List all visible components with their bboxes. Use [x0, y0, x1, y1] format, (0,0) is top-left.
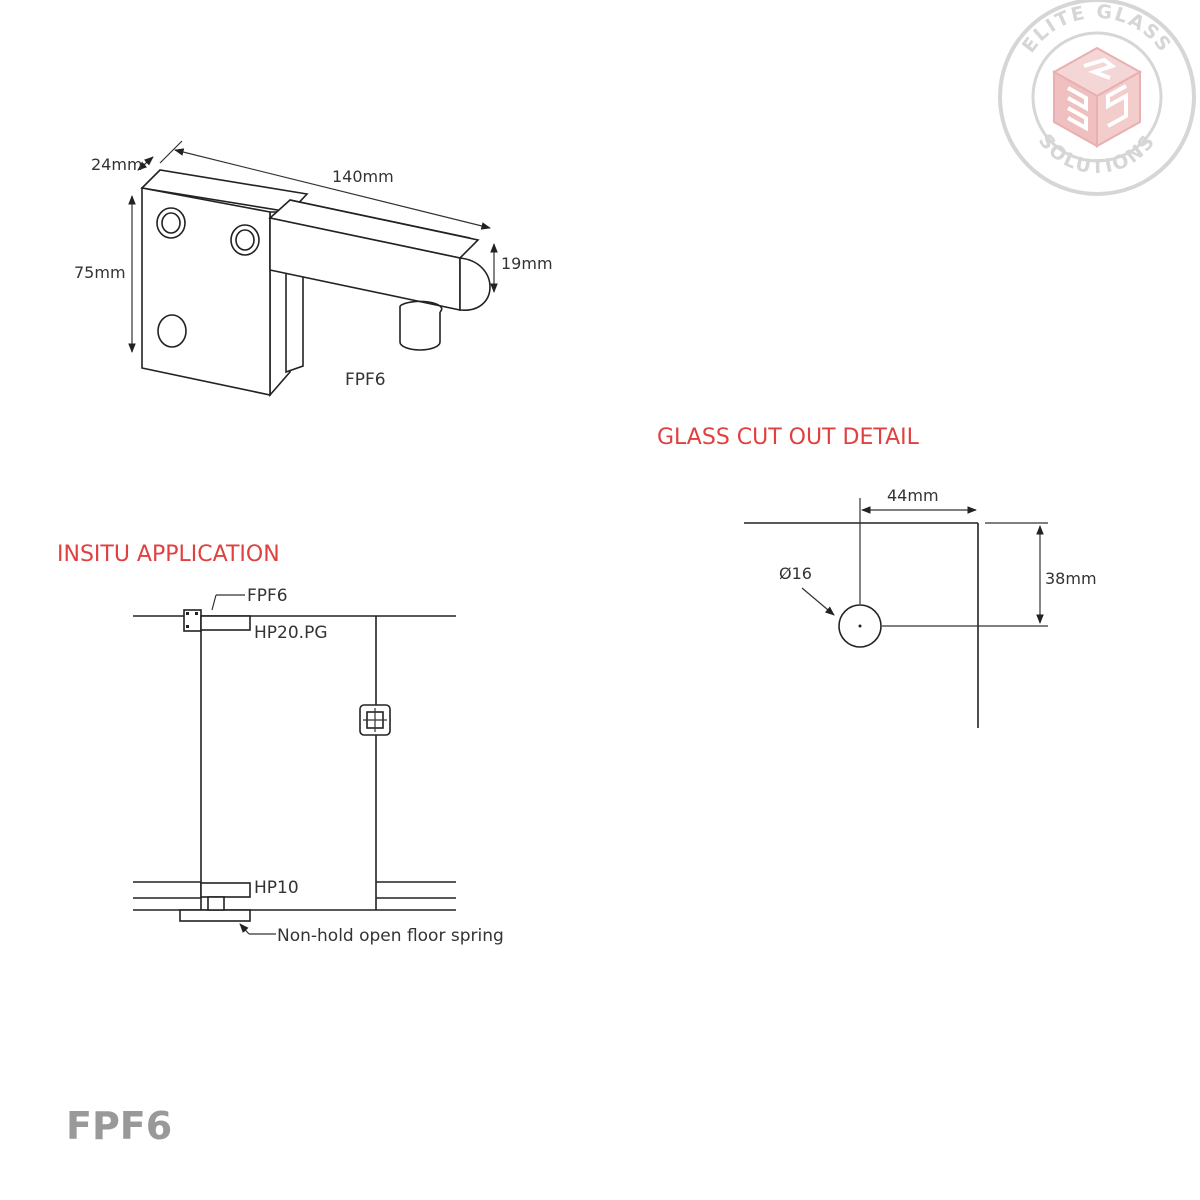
- insitu-application: INSITU APPLICATION FPF6 HP20.PG HP10: [57, 542, 504, 946]
- bottom-patch-label: HP10: [254, 878, 299, 898]
- top-patch-fitting: [200, 615, 251, 631]
- bottom-patch-fitting: [200, 882, 251, 898]
- floor-spring-label: Non-hold open floor spring: [277, 926, 504, 946]
- glass-cutout-detail: GLASS CUT OUT DETAIL 44mm 38mm Ø16: [657, 425, 1097, 728]
- dim-line-length: [174, 148, 491, 230]
- hole-centre-point: [858, 624, 862, 628]
- floor-spring: [179, 909, 251, 922]
- lock-fitting: [359, 704, 391, 736]
- dim-width-label: 24mm: [91, 155, 143, 174]
- dim-offset-label: 44mm: [887, 486, 939, 505]
- plate-front-face: [141, 187, 271, 396]
- insitu-heading: INSITU APPLICATION: [57, 542, 280, 567]
- dim-height-label: 75mm: [74, 263, 126, 282]
- fpf6-isometric-view: 24mm 140mm 75mm 19mm FPF6: [74, 140, 553, 398]
- top-patch-label: HP20.PG: [254, 623, 328, 643]
- fpf6-label: FPF6: [247, 586, 288, 606]
- hex-bolt-bottom: [157, 314, 187, 348]
- arm-rounded-end: [459, 257, 491, 311]
- dim-hole-label: Ø16: [779, 564, 812, 583]
- cutout-heading: GLASS CUT OUT DETAIL: [657, 425, 920, 450]
- dim-line-hole: [801, 587, 835, 616]
- elite-glass-logo: ELITE GLASS SOLUTIONS: [998, 0, 1196, 196]
- product-caption: FPF6: [345, 370, 386, 390]
- logo-cube-icon: [1051, 46, 1143, 148]
- floor-spring-leader-arrow: [239, 923, 250, 935]
- hole-circle: [838, 604, 882, 648]
- logo-inner-ring: [1031, 31, 1163, 163]
- dim-ext-length-start: [159, 140, 183, 164]
- dim-length-label: 140mm: [332, 167, 394, 186]
- fpf6-leader-tail: [211, 594, 217, 611]
- floor-spring-spindle: [207, 896, 225, 911]
- logo-outer-ring: [998, 0, 1196, 196]
- dim-drop-label: 38mm: [1045, 569, 1097, 588]
- product-code-title: FPF6: [66, 1104, 172, 1148]
- pivot-pin: [399, 300, 443, 351]
- dim-line-width: [137, 156, 154, 171]
- dim-arm-label: 19mm: [501, 254, 553, 273]
